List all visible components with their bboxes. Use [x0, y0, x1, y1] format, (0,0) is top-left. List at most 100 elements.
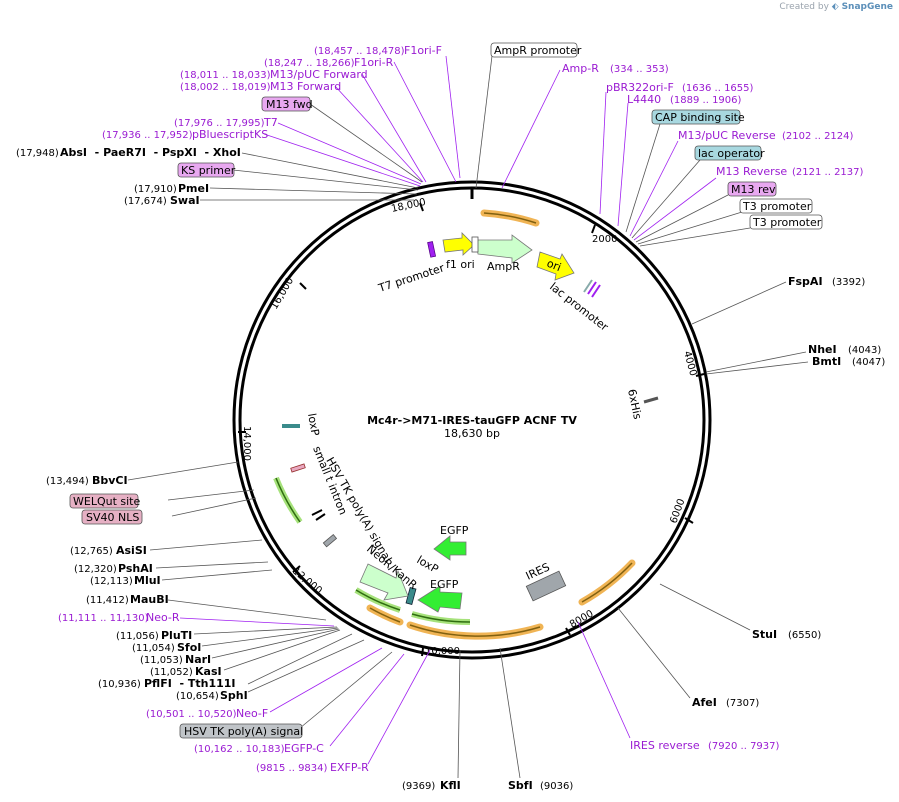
- box-cap-binding-site: [651, 109, 741, 125]
- label-pos-pflfi-tth111i: (10,936): [98, 679, 141, 690]
- label-pos-bmti: (4047): [852, 357, 885, 368]
- label-neo-r: Neo-R: [146, 611, 180, 624]
- snapgene-credit: Created by ⬖ SnapGene: [779, 2, 893, 12]
- label-ires-reverse: IRES reverse: [630, 739, 700, 752]
- label-nari: NarI: [185, 653, 211, 666]
- label-kfli: KflI: [440, 779, 461, 792]
- label-pos-neo-f: (10,501 .. 10,520): [146, 709, 237, 720]
- label-m13puc-forward: M13/pUC Forward: [270, 68, 368, 81]
- box-ampr-promoter: [490, 42, 578, 58]
- label-m13-forward: M13 Forward: [270, 80, 341, 93]
- label-sfoi: SfoI: [177, 641, 201, 654]
- label-t3-promoter-2: T3 promoter: [752, 216, 822, 229]
- label-pos-pshai: (12,320): [74, 564, 117, 575]
- primer-arc-cores: [369, 212, 633, 637]
- label-m13-fwd: M13 fwd: [266, 98, 313, 111]
- box-lac-operator: [694, 145, 762, 161]
- label-pos-t7: (17,976 .. 17,995): [174, 118, 265, 129]
- box-welqut-site: [69, 493, 139, 509]
- label-sphi: SphI: [220, 689, 248, 702]
- label-pos-egfp-c: (10,162 .. 10,183): [194, 744, 285, 755]
- label-ks-primer: KS primer: [181, 164, 236, 177]
- ampr-arrow: [475, 234, 533, 264]
- label-l4440: L4440: [627, 93, 661, 106]
- label-fspai: FspAI: [788, 275, 823, 288]
- label-pos-nari: (11,053): [140, 655, 183, 666]
- box-hsv-tk-polya: [179, 723, 303, 739]
- label-swai: SwaI: [170, 194, 200, 207]
- ori-arrow: [536, 251, 575, 281]
- label-pos-asisi: (12,765): [70, 546, 113, 557]
- neor-arrow: [359, 563, 409, 601]
- label-pos-bbvci: (13,494): [46, 476, 89, 487]
- label-pos-m13puc-forward: (18,011 .. 18,033): [180, 70, 271, 81]
- feature-f1-ori: f1 ori: [446, 258, 475, 271]
- label-pbluescriptks: pBluescriptKS: [192, 128, 268, 141]
- welqut-sv40-marks: [290, 463, 306, 473]
- label-cap-binding-site: CAP binding site: [655, 111, 745, 124]
- hsv-tk-polya-mark: [322, 534, 338, 548]
- label-pos-exfp-r: (9815 .. 9834): [256, 763, 328, 774]
- tick-label-2000: 2000: [592, 234, 617, 245]
- label-egfp-c: EGFP-C: [284, 742, 324, 755]
- label-pos-pbluescriptks: (17,936 .. 17,952): [102, 130, 193, 141]
- label-nhei: NheI: [808, 343, 837, 356]
- label-kasi: KasI: [195, 665, 222, 678]
- label-bbvci: BbvCI: [92, 474, 128, 487]
- 6xhis-mark: [643, 396, 659, 404]
- lac-promoter-marks: [583, 279, 601, 298]
- box-sv40-nls: [81, 509, 143, 525]
- label-absi-xhoi: AbsI - PaeR7I - PspXI - XhoI: [60, 146, 241, 159]
- label-pos-afei: (7307): [726, 698, 759, 709]
- label-welqut-site: WELQut site: [73, 495, 140, 508]
- ampr-promoter-mark: [471, 236, 479, 253]
- label-m13puc-reverse: M13/pUC Reverse: [678, 129, 776, 142]
- label-f1ori-r: F1ori-R: [354, 56, 394, 69]
- label-pbr322ori-f: pBR322ori-F: [606, 81, 674, 94]
- tick-marks: [238, 202, 705, 657]
- label-pos-f1ori-r: (18,247 .. 18,266): [264, 58, 355, 69]
- label-pos-nhei: (4043): [848, 345, 881, 356]
- egfp-arrow-1: [433, 535, 467, 561]
- backbone-outer: [232, 180, 712, 660]
- label-sbfi: SbfI: [508, 779, 533, 792]
- label-pos-neo-r: (11,111 .. 11,130): [58, 613, 149, 624]
- feature-loxp-2: loxP: [305, 412, 322, 437]
- label-pos-sphi: (10,654): [176, 691, 219, 702]
- label-ampr-promoter: AmpR promoter: [494, 44, 582, 57]
- leader-lines: [127, 55, 809, 779]
- feature-ampr: AmpR: [487, 260, 520, 273]
- tick-label-10000: 10,000: [425, 646, 460, 657]
- box-m13-rev: [727, 181, 777, 197]
- tick-label-14000: 14,000: [241, 426, 252, 461]
- label-pos-pmei: (17,910): [134, 184, 177, 195]
- label-afei: AfeI: [692, 696, 717, 709]
- label-pos-m13-forward: (18,002 .. 18,019): [180, 82, 271, 93]
- feature-ori: ori: [545, 257, 563, 274]
- label-mlui: MluI: [134, 574, 161, 587]
- box-t3-promoter-1: [739, 198, 813, 214]
- feature-6xhis: 6xHis: [625, 388, 644, 421]
- label-pos-l4440: (1889 .. 1906): [670, 95, 742, 106]
- credit-prefix: Created by: [779, 2, 829, 12]
- label-m13-reverse: M13 Reverse: [716, 165, 787, 178]
- outer-labels: (18,457 .. 18,478) F1ori-F (18,247 .. 18…: [16, 42, 885, 792]
- label-pos-stui: (6550): [788, 630, 821, 641]
- label-amp-r: Amp-R: [562, 62, 599, 75]
- label-pos-ires-reverse: (7920 .. 7937): [708, 741, 780, 752]
- label-pluti: PluTI: [161, 629, 192, 642]
- label-pos-fspai: (3392): [832, 277, 865, 288]
- credit-brand: SnapGene: [841, 2, 893, 12]
- label-stui: StuI: [752, 628, 777, 641]
- label-pmei: PmeI: [178, 182, 209, 195]
- feature-loxp-1: loxP: [415, 553, 441, 576]
- feature-egfp-2: EGFP: [430, 578, 459, 591]
- label-pos-f1ori-f: (18,457 .. 18,478): [314, 46, 405, 57]
- egfp-arrow-2: [417, 585, 463, 613]
- label-pos-swai: (17,674): [124, 196, 167, 207]
- label-t3-promoter-1: T3 promoter: [742, 200, 812, 213]
- label-exfp-r: EXFP-R: [330, 761, 369, 774]
- label-pshai: PshAI: [118, 562, 153, 575]
- label-pos-amp-r: (334 .. 353): [610, 64, 669, 75]
